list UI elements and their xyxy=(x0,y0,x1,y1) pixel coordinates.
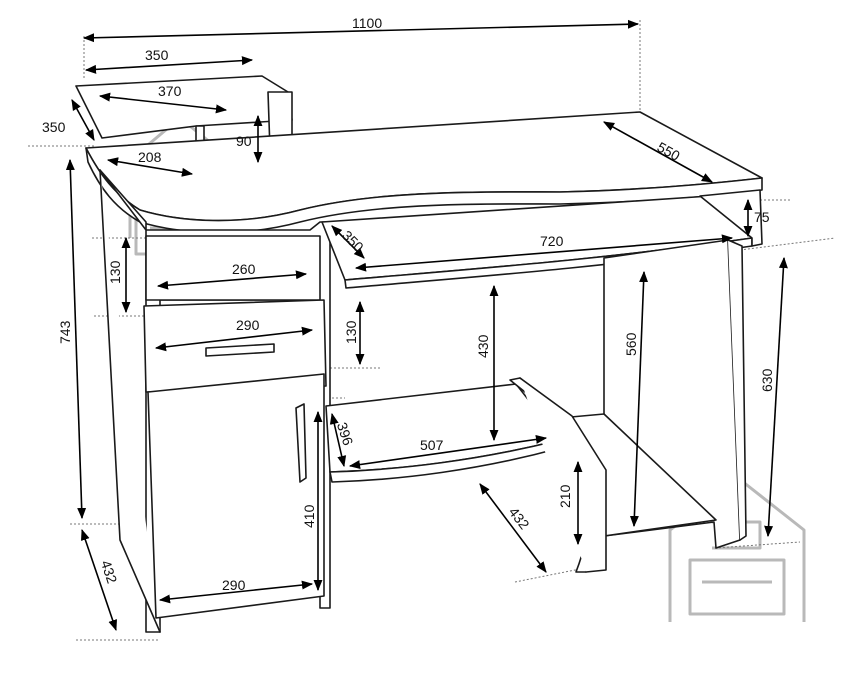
label-drawer-width: 290 xyxy=(236,317,260,333)
label-cabinet-width: 290 xyxy=(222,577,246,593)
label-niche-height: 130 xyxy=(107,260,123,284)
lower-shelf xyxy=(325,383,561,483)
label-shelf-diagonal: 370 xyxy=(158,83,182,99)
label-niche-width: 260 xyxy=(232,261,256,277)
label-total-width: 1100 xyxy=(352,15,382,31)
label-knee-height: 430 xyxy=(475,334,491,358)
label-total-height: 743 xyxy=(57,320,73,344)
label-stand-depth: 432 xyxy=(506,504,533,532)
label-side-height: 560 xyxy=(623,332,639,356)
label-keyboard-width: 720 xyxy=(540,233,564,249)
cpu-stand xyxy=(509,377,607,573)
label-base-depth: 432 xyxy=(98,558,121,585)
label-lower-shelf-width: 507 xyxy=(420,437,444,453)
label-stand-height: 210 xyxy=(557,484,573,508)
label-keyboard-height: 75 xyxy=(754,209,770,225)
dimension-labels: 1100 350 370 350 90 208 550 75 350 720 1… xyxy=(42,15,775,593)
label-drawer-height: 130 xyxy=(343,320,359,344)
label-shelf-height: 90 xyxy=(236,133,252,149)
label-lower-shelf-depth: 396 xyxy=(334,420,357,447)
label-shelf-inner: 208 xyxy=(138,149,162,165)
label-right-height: 630 xyxy=(759,368,775,392)
label-shelf-depth: 350 xyxy=(42,119,66,135)
label-cabinet-height: 410 xyxy=(301,504,317,528)
label-shelf-width: 350 xyxy=(145,47,169,63)
dimension-lines xyxy=(65,19,788,632)
